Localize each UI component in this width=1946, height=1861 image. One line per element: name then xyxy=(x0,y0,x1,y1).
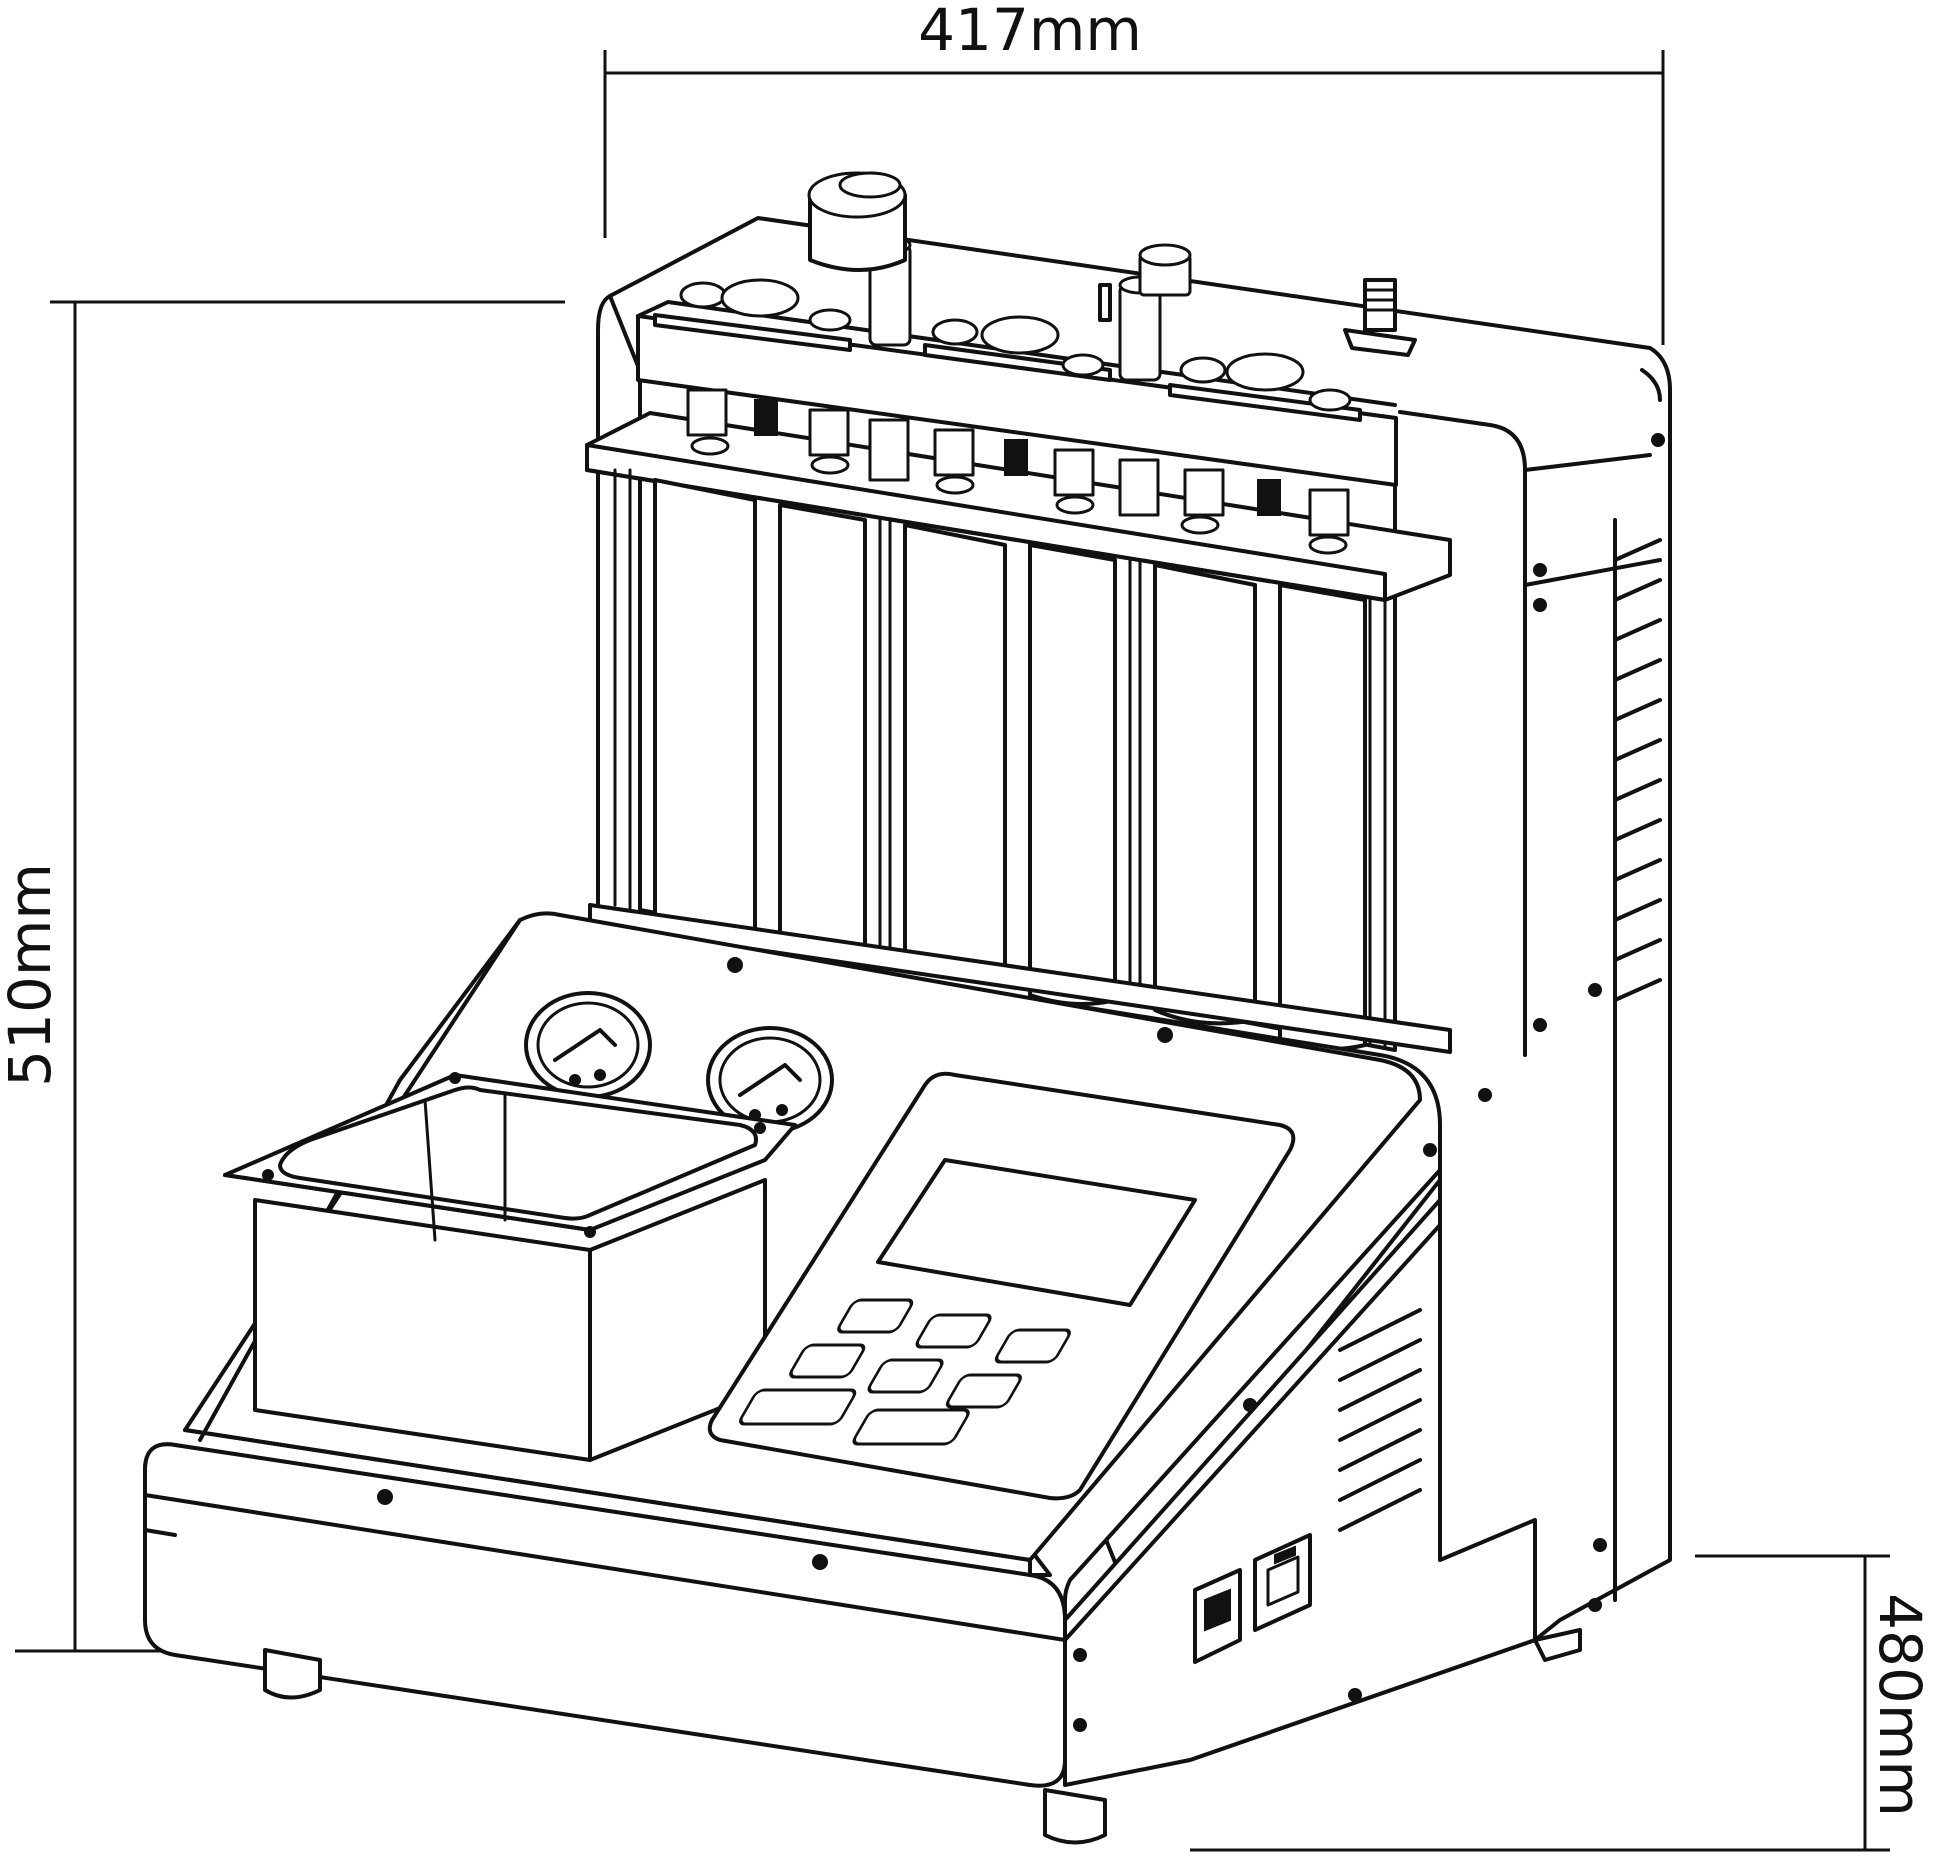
ultrasonic-bath xyxy=(223,1072,797,1462)
width-dimension: 417mm xyxy=(603,0,1665,345)
key-2[interactable] xyxy=(914,1313,992,1349)
power-socket xyxy=(1253,1533,1312,1632)
key-8[interactable] xyxy=(851,1408,971,1446)
power-switch xyxy=(1193,1568,1242,1664)
base-side-vents xyxy=(1338,1308,1422,1532)
pressure-gauge-left xyxy=(524,991,652,1099)
key-3[interactable] xyxy=(994,1328,1072,1364)
width-label: 417mm xyxy=(918,0,1142,64)
key-1[interactable] xyxy=(836,1298,914,1334)
control-panel xyxy=(707,1071,1296,1501)
manifold-fittings xyxy=(653,171,1417,422)
side-vents xyxy=(1613,538,1662,1002)
lcd-screen xyxy=(876,1158,1197,1307)
key-4[interactable] xyxy=(788,1343,866,1379)
height-dimension: 510mm xyxy=(0,300,565,1653)
depth-label: 480mm xyxy=(1866,1593,1934,1817)
key-5[interactable] xyxy=(866,1358,944,1394)
injectors xyxy=(686,388,1350,537)
height-label: 510mm xyxy=(0,863,64,1087)
key-7[interactable] xyxy=(738,1388,858,1426)
keypad xyxy=(738,1298,1072,1446)
key-6[interactable] xyxy=(945,1373,1023,1409)
injector-tube-assembly xyxy=(585,171,1452,1054)
depth-dimension: 480mm xyxy=(1190,1554,1934,1852)
